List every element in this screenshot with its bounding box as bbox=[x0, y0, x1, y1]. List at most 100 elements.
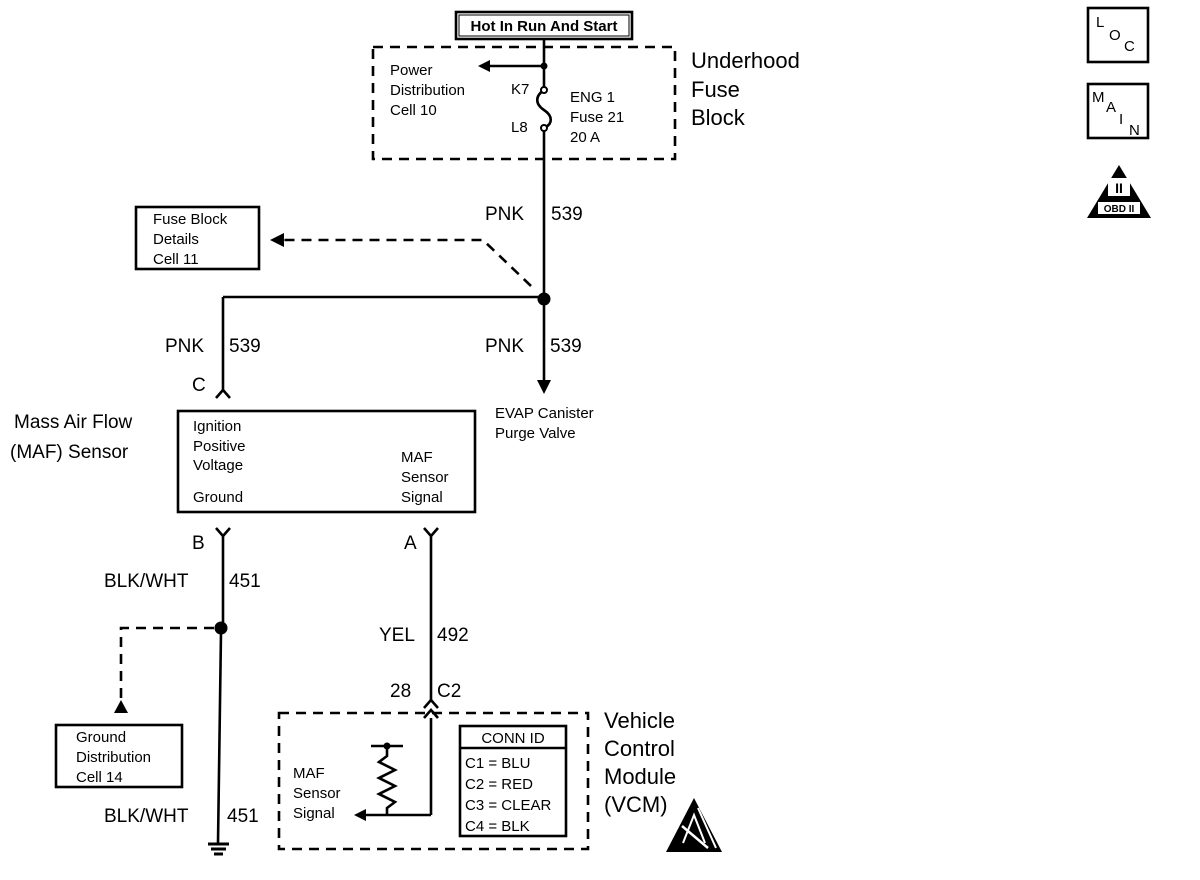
blk-wht-451-wire-lower bbox=[216, 631, 223, 844]
svg-text:II: II bbox=[1115, 180, 1123, 196]
svg-text:(VCM): (VCM) bbox=[604, 792, 668, 817]
svg-text:Purge Valve: Purge Valve bbox=[495, 425, 576, 442]
vcm-connector-c2: C2 bbox=[437, 681, 461, 702]
blk-wht-lower-circuit: 451 bbox=[227, 806, 259, 827]
maf-sensor-box bbox=[176, 409, 477, 514]
pnk-left-circuit: 539 bbox=[229, 336, 261, 357]
ground-distribution-arrow bbox=[114, 700, 128, 713]
pnk-left-color: PNK bbox=[165, 336, 204, 357]
pull-up-resistor-icon bbox=[376, 746, 398, 815]
svg-text:MAF: MAF bbox=[401, 449, 433, 466]
maf-connector-c-symbol bbox=[215, 388, 231, 399]
fuse-block-details-reference bbox=[282, 238, 532, 287]
blk-wht-upper-circuit: 451 bbox=[229, 571, 261, 592]
ground-splice-dot bbox=[214, 621, 228, 635]
svg-text:O: O bbox=[1109, 27, 1121, 44]
maf-connector-b-symbol bbox=[215, 527, 231, 538]
svg-text:MAF: MAF bbox=[293, 765, 325, 782]
maf-pin-b: B bbox=[192, 533, 205, 554]
fuse-label: ENG 1 Fuse 21 20 A bbox=[570, 89, 624, 146]
svg-text:Signal: Signal bbox=[401, 489, 443, 506]
svg-text:C3 = CLEAR: C3 = CLEAR bbox=[465, 797, 551, 814]
main-icon: M A I N bbox=[1086, 82, 1150, 140]
maf-connector-a-symbol bbox=[423, 527, 439, 538]
yel-circuit: 492 bbox=[437, 625, 469, 646]
svg-text:Fuse 21: Fuse 21 bbox=[570, 109, 624, 126]
power-distribution-arrow bbox=[478, 60, 490, 72]
svg-text:Power: Power bbox=[390, 62, 433, 79]
pnk-upper-circuit: 539 bbox=[551, 204, 583, 225]
maf-signal-label: MAF Sensor Signal bbox=[401, 449, 449, 506]
vcm-title: Vehicle Control Module (VCM) bbox=[604, 708, 676, 817]
svg-text:OBD II: OBD II bbox=[1104, 204, 1135, 215]
svg-text:(MAF) Sensor: (MAF) Sensor bbox=[10, 442, 129, 463]
svg-text:Cell 11: Cell 11 bbox=[153, 251, 199, 268]
underhood-fuse-block-title: Underhood Fuse Block bbox=[691, 48, 800, 130]
svg-text:Fuse Block: Fuse Block bbox=[153, 211, 228, 228]
maf-pin-a: A bbox=[404, 533, 417, 554]
power-distribution-label: Power Distribution Cell 10 bbox=[390, 62, 465, 119]
maf-pin-c: C bbox=[192, 375, 206, 396]
evap-arrow bbox=[537, 380, 551, 394]
svg-text:C: C bbox=[1124, 38, 1135, 55]
fuse-block-details-arrow bbox=[270, 233, 284, 247]
ground-symbol-icon bbox=[208, 842, 229, 856]
fuse-block-details-box: Fuse Block Details Cell 11 bbox=[134, 205, 261, 271]
ground-distribution-box: Ground Distribution Cell 14 bbox=[54, 723, 184, 789]
vcm-signal-label: MAF Sensor Signal bbox=[293, 765, 341, 822]
svg-text:Vehicle: Vehicle bbox=[604, 708, 675, 733]
evap-canister-purge-valve-label: EVAP Canister Purge Valve bbox=[495, 405, 594, 442]
svg-text:Sensor: Sensor bbox=[401, 469, 449, 486]
svg-text:A: A bbox=[1106, 99, 1116, 116]
ground-distribution-reference bbox=[119, 626, 214, 700]
svg-text:20 A: 20 A bbox=[570, 129, 600, 146]
terminal-k7: K7 bbox=[511, 81, 529, 98]
svg-text:M: M bbox=[1092, 89, 1105, 106]
svg-text:Distribution: Distribution bbox=[76, 749, 151, 766]
blk-wht-lower-color: BLK/WHT bbox=[104, 806, 189, 827]
conn-id-table: CONN ID C1 = BLU C2 = RED C3 = CLEAR C4 … bbox=[458, 724, 568, 838]
vcm-pin-28: 28 bbox=[390, 681, 411, 702]
svg-text:Cell 10: Cell 10 bbox=[390, 102, 437, 119]
svg-text:Fuse: Fuse bbox=[691, 77, 740, 102]
vcm-outline bbox=[277, 711, 590, 851]
underhood-fuse-block-outline bbox=[371, 45, 677, 161]
maf-ignition-label: Ignition Positive Voltage bbox=[193, 418, 246, 474]
power-source-label: Hot In Run And Start bbox=[454, 10, 634, 41]
pnk-right-circuit: 539 bbox=[550, 336, 582, 357]
svg-text:Voltage: Voltage bbox=[193, 457, 243, 474]
maf-ground-label: Ground bbox=[193, 489, 243, 506]
svg-text:Underhood: Underhood bbox=[691, 48, 800, 73]
svg-text:C4 = BLK: C4 = BLK bbox=[465, 818, 530, 835]
pnk-upper-color: PNK bbox=[485, 204, 524, 225]
vcm-connector-bottom-symbol bbox=[423, 708, 439, 719]
svg-text:I: I bbox=[1119, 111, 1123, 128]
svg-text:Details: Details bbox=[153, 231, 199, 248]
svg-text:Mass Air Flow: Mass Air Flow bbox=[14, 412, 133, 433]
svg-text:Control: Control bbox=[604, 736, 675, 761]
svg-text:Hot In Run And Start: Hot In Run And Start bbox=[471, 18, 618, 35]
svg-text:EVAP Canister: EVAP Canister bbox=[495, 405, 594, 422]
svg-text:Distribution: Distribution bbox=[390, 82, 465, 99]
esd-warning-icon bbox=[666, 798, 722, 852]
svg-text:ENG 1: ENG 1 bbox=[570, 89, 615, 106]
svg-text:Positive: Positive bbox=[193, 438, 246, 455]
svg-text:Block: Block bbox=[691, 105, 746, 130]
svg-text:Cell 14: Cell 14 bbox=[76, 769, 123, 786]
svg-text:CONN ID: CONN ID bbox=[481, 730, 545, 747]
pnk-right-color: PNK bbox=[485, 336, 524, 357]
loc-icon: L O C bbox=[1086, 6, 1150, 64]
vcm-internal-circuit bbox=[354, 718, 433, 821]
yel-color: YEL bbox=[379, 625, 415, 646]
svg-text:Signal: Signal bbox=[293, 805, 335, 822]
obd-ii-icon: II OBD II bbox=[1087, 165, 1151, 218]
svg-text:N: N bbox=[1129, 122, 1140, 139]
svg-text:L: L bbox=[1096, 14, 1104, 31]
svg-text:Ignition: Ignition bbox=[193, 418, 241, 435]
svg-text:Module: Module bbox=[604, 764, 676, 789]
terminal-l8: L8 bbox=[511, 119, 528, 136]
blk-wht-upper-color: BLK/WHT bbox=[104, 571, 189, 592]
svg-text:Ground: Ground bbox=[76, 729, 126, 746]
fuse-symbol bbox=[535, 88, 553, 130]
